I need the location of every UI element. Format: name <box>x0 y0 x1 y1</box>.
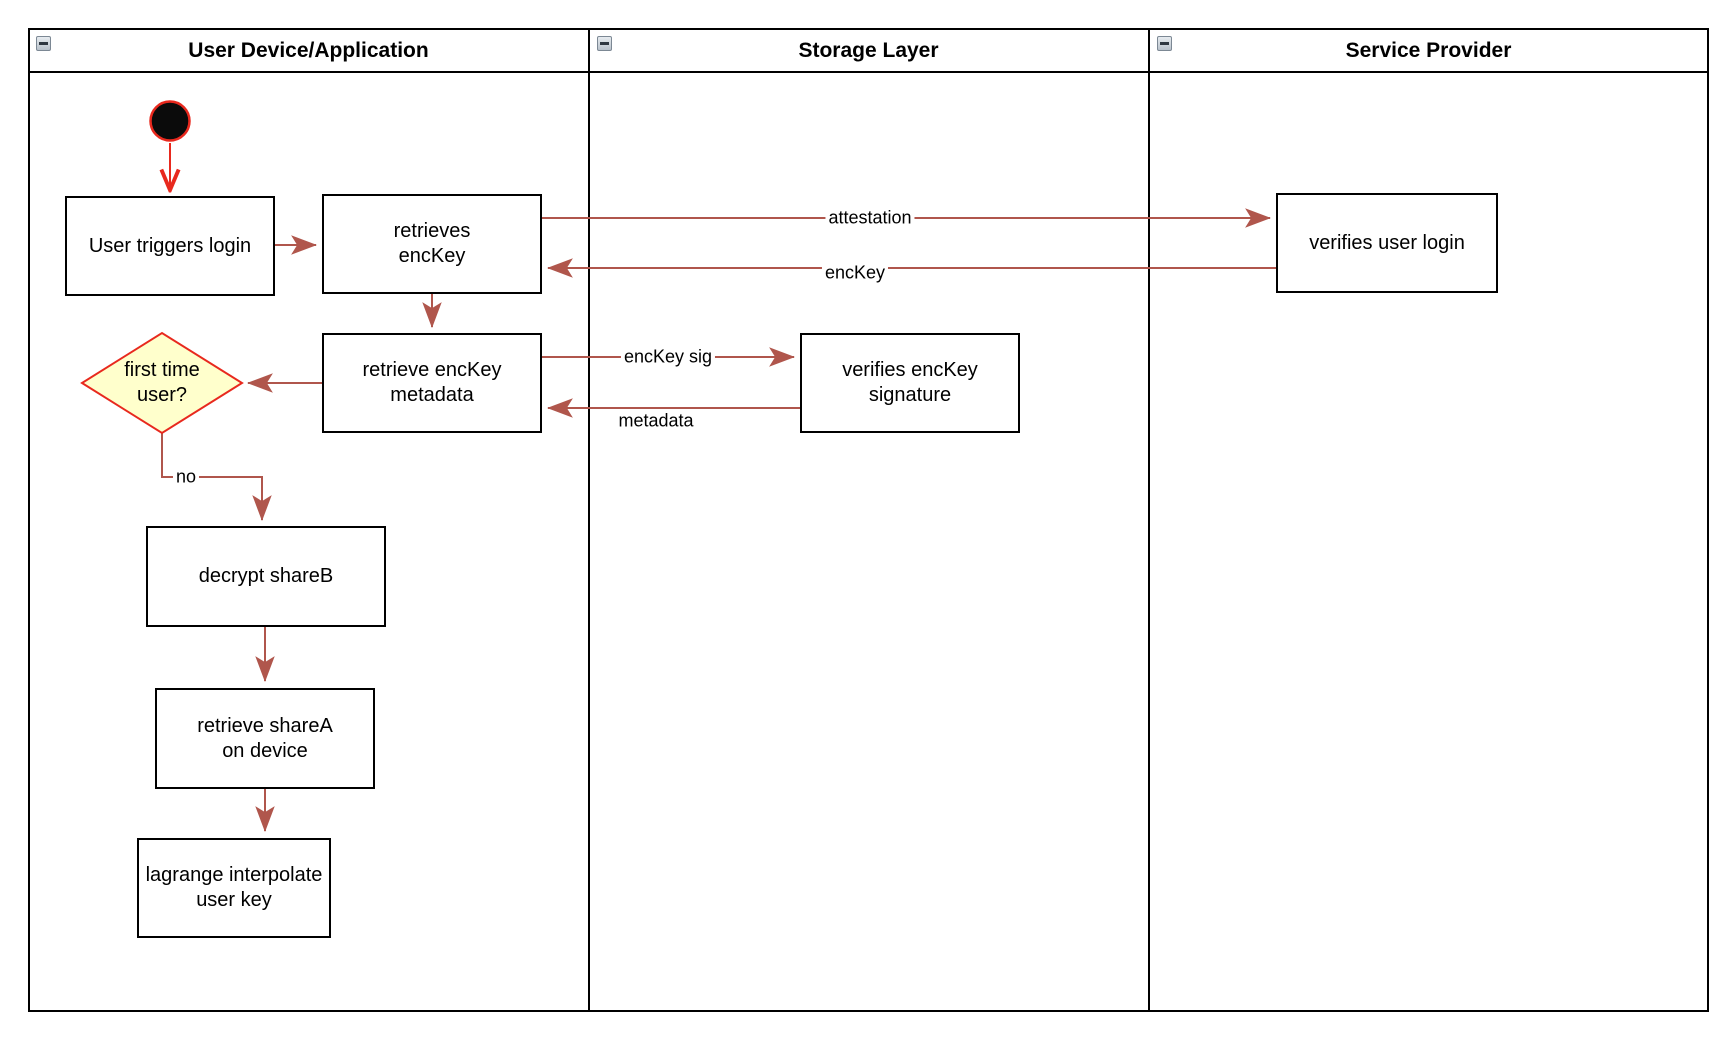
node-verifies-user-login[interactable]: verifies user login <box>1276 193 1498 293</box>
edge-label-attestation: attestation <box>825 207 915 229</box>
lane-title-storage-layer: Storage Layer <box>798 38 939 62</box>
start-node[interactable] <box>149 100 191 142</box>
node-label: verifies user login <box>1309 231 1465 254</box>
node-label: verifies encKey signature <box>842 359 978 406</box>
minus-icon <box>600 42 609 45</box>
node-label: decrypt shareB <box>198 565 334 587</box>
lane-header-storage-layer: Storage Layer <box>590 30 1147 71</box>
node-label: retrieve shareA on device <box>197 714 333 762</box>
edge-label-enckey: encKey <box>821 262 889 284</box>
node-user-triggers-login[interactable]: User triggers login <box>65 196 275 296</box>
edge-label-no: no <box>172 466 200 488</box>
node-retrieve-enckey-metadata[interactable]: retrieve encKey metadata <box>322 333 542 433</box>
node-label: lagrange interpolate user key <box>145 864 323 911</box>
node-retrieves-enckey[interactable]: retrieves encKey <box>322 194 542 294</box>
node-retrieve-sharea-on-device[interactable]: retrieve shareA on device <box>155 688 375 789</box>
node-label: retrieves encKey <box>393 220 471 267</box>
minus-icon <box>1160 42 1169 45</box>
lane-header-service-provider: Service Provider <box>1150 30 1707 71</box>
lane-header-separator <box>28 71 1709 73</box>
collapse-lane-3-button[interactable] <box>1157 36 1172 51</box>
node-decrypt-shareb[interactable]: decrypt shareB <box>146 526 386 627</box>
node-label: retrieve encKey metadata <box>362 359 502 406</box>
collapse-lane-1-button[interactable] <box>36 36 51 51</box>
lane-divider-2 <box>1148 28 1150 1012</box>
collapse-lane-2-button[interactable] <box>597 36 612 51</box>
lane-divider-1 <box>588 28 590 1012</box>
node-lagrange-interpolate-user-key[interactable]: lagrange interpolate user key <box>137 838 331 938</box>
first-time-user-decision[interactable] <box>80 331 244 435</box>
lane-header-user-device: User Device/Application <box>30 30 587 71</box>
minus-icon <box>39 42 48 45</box>
node-label: User triggers login <box>88 234 252 257</box>
edge-label-metadata: metadata <box>615 410 697 432</box>
lane-title-user-device: User Device/Application <box>188 38 429 62</box>
lane-title-service-provider: Service Provider <box>1345 38 1512 62</box>
node-verifies-enckey-signature[interactable]: verifies encKey signature <box>800 333 1020 433</box>
edge-label-enckey-sig: encKey sig <box>620 346 716 368</box>
edge-decision-no-to-decrypt <box>161 433 272 522</box>
